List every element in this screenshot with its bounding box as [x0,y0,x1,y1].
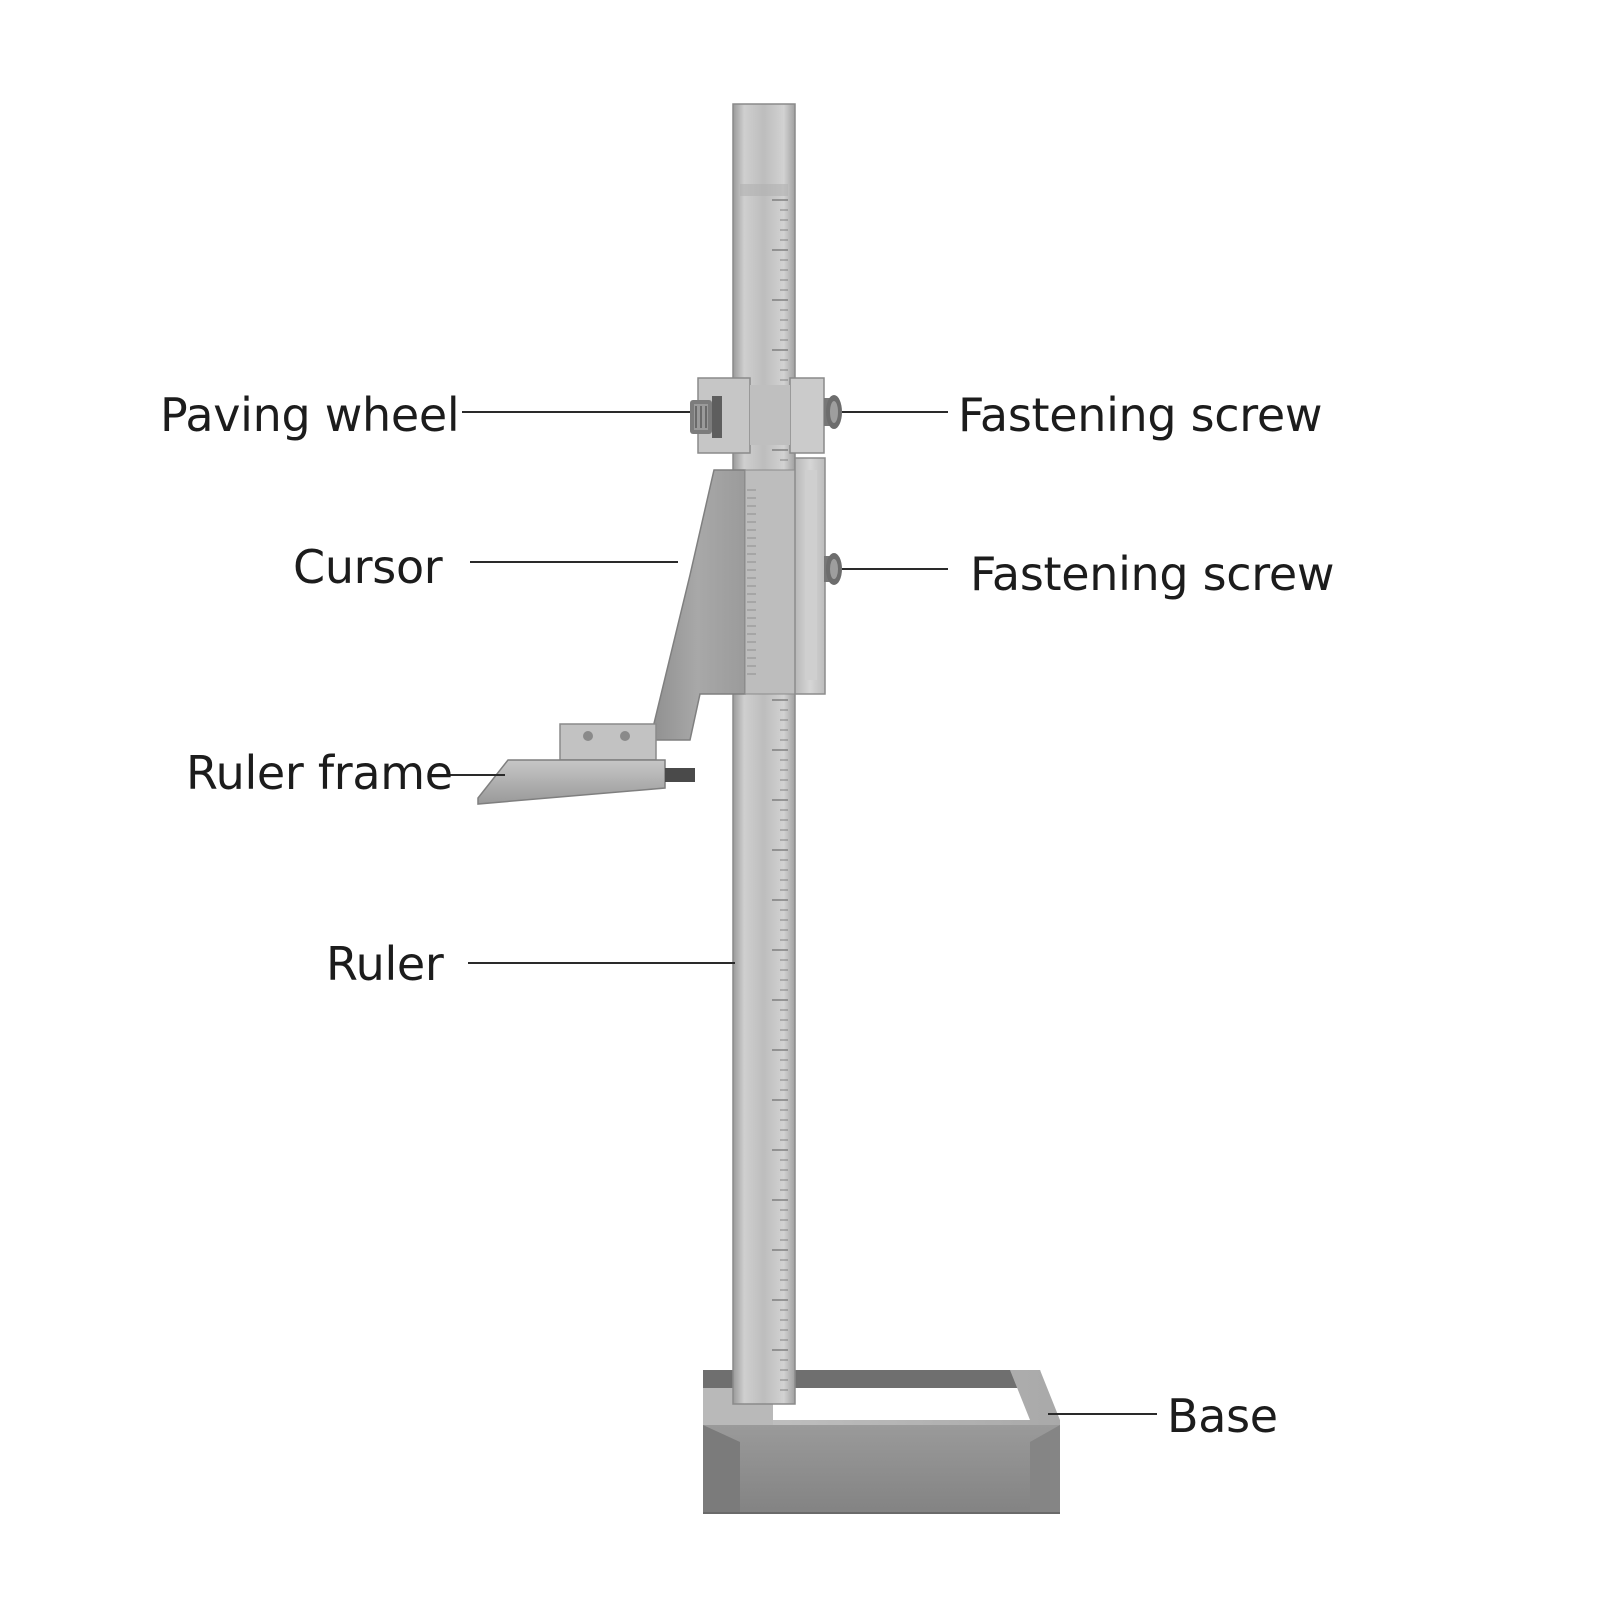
label-cursor: Cursor [293,540,443,594]
label-base: Base [1167,1389,1278,1443]
label-ruler-frame: Ruler frame [186,746,453,800]
vernier-scale-ticks [747,489,756,675]
ruler-frame-jaw [477,723,695,805]
label-fastening-screw-lower: Fastening screw [970,547,1335,601]
paving-wheel-knob [690,396,722,438]
label-ruler: Ruler [326,937,444,991]
leader-lines [450,411,1157,1415]
label-paving-wheel: Paving wheel [160,388,460,442]
base-top-face [703,1370,1060,1425]
fastening-screw-lower-knob [824,553,842,585]
fastening-screw-top-knob [824,395,842,429]
cursor-body [649,457,826,741]
top-clamp [697,377,825,454]
label-fastening-screw-top: Fastening screw [958,388,1323,442]
base-block [703,1370,1060,1514]
ruler-beam [732,103,796,1405]
base-front-face [703,1425,1060,1513]
